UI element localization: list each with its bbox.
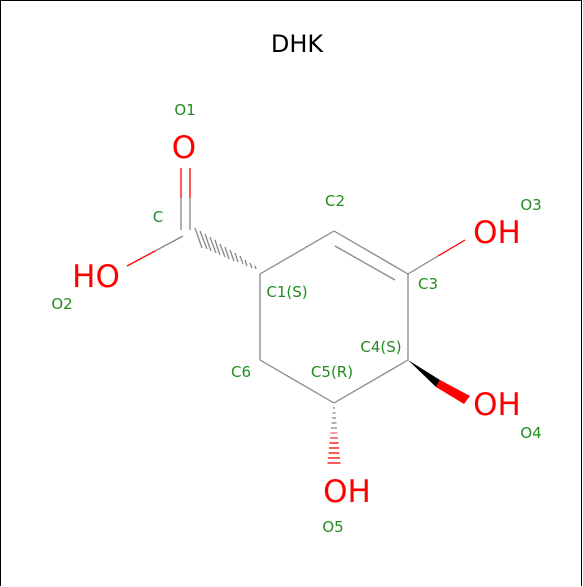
- atom-label-c3: C3: [418, 275, 438, 293]
- atom-label-o1: O1: [174, 101, 195, 119]
- hash-c5-o5: [327, 407, 341, 464]
- molecule-title: DHK: [271, 30, 325, 58]
- atom-label-c1: C1(S): [266, 283, 307, 301]
- hash-c1-c: [194, 227, 257, 270]
- bond-c2-c3: [333, 230, 409, 275]
- atom-label-c5: C5(R): [311, 363, 353, 381]
- bond-c-o2-a: [154, 235, 184, 252]
- bond-c-o2-b: [126, 250, 156, 267]
- atom-label-c4: C4(S): [360, 338, 401, 356]
- atom-label-o3: O3: [520, 196, 541, 214]
- atom-label-o4: O4: [520, 424, 541, 442]
- bond-c5-c6: [259, 359, 335, 404]
- atom-label-o5: O5: [322, 518, 343, 536]
- wedge-c4-o4-b: [436, 380, 470, 404]
- atom-label-o2: O2: [51, 295, 72, 313]
- atom-label-c: C: [153, 208, 163, 226]
- bond-c4-c5: [333, 359, 409, 404]
- atom-symbol-o4: OH: [473, 387, 521, 423]
- atom-label-c6: C6: [231, 363, 251, 381]
- bond-c3-o3-b: [437, 239, 466, 257]
- bond-c1-c2: [259, 230, 335, 275]
- atom-symbol-o5: OH: [323, 474, 371, 510]
- bond-c3-o3-a: [407, 255, 439, 275]
- atom-symbol-o1: O: [172, 130, 196, 166]
- atom-symbol-o2: HO: [72, 259, 120, 295]
- bond-c2-c3-inner: [334, 245, 396, 281]
- atom-symbol-o3: OH: [473, 215, 521, 251]
- wedge-c4-o4-a: [408, 360, 440, 387]
- atom-label-c2: C2: [325, 192, 345, 210]
